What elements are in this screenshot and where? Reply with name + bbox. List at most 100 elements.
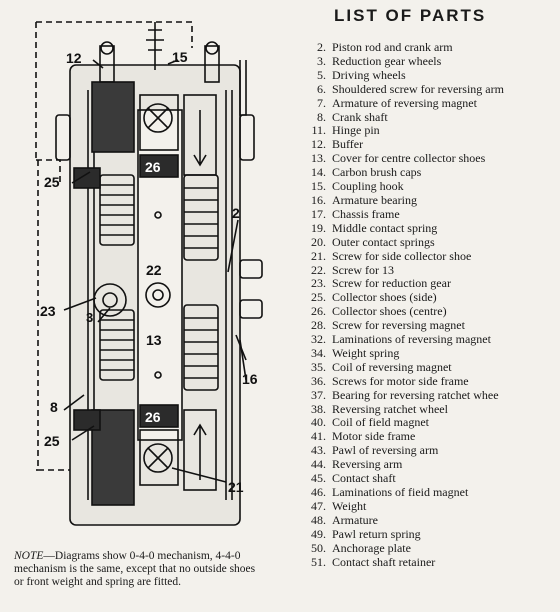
part-item: 50.Anchorage plate bbox=[296, 540, 504, 556]
note: NOTE—Diagrams show 0-4-0 mechanism, 4-4-… bbox=[14, 550, 260, 589]
part-number: 46. bbox=[311, 485, 326, 499]
part-label: Weight spring bbox=[332, 345, 400, 360]
part-number: 11. bbox=[311, 123, 326, 138]
part-item: 6.Shouldered screw for reversing arm bbox=[296, 82, 504, 97]
part-item: 38. Reversing ratchet wheel bbox=[296, 401, 504, 417]
part-number: 20. bbox=[311, 234, 326, 249]
part-label: Collector shoes (side) bbox=[332, 290, 437, 305]
part-label: Reversing ratchet wheel bbox=[332, 401, 448, 416]
part-number: 16. bbox=[311, 192, 326, 207]
part-item: 8. Crank shaft bbox=[296, 109, 504, 125]
callout-26-top: 26 bbox=[145, 159, 161, 175]
part-label: Armature bearing bbox=[332, 192, 417, 207]
part-label: Coil of reversing magnet bbox=[332, 359, 452, 374]
part-number: 32. bbox=[311, 332, 326, 347]
top-left-block bbox=[91, 81, 135, 153]
part-item: 20. Outer contact springs bbox=[296, 234, 504, 250]
part-label: Chassis frame bbox=[332, 206, 400, 221]
part-number: 43. bbox=[311, 443, 326, 458]
part-number: 51. bbox=[311, 554, 326, 569]
part-item: 35.Coil of reversing magnet bbox=[296, 359, 504, 375]
collector-shoe-bottom bbox=[139, 404, 179, 428]
part-number: 25. bbox=[311, 290, 326, 305]
part-item: 32. Laminations of reversing magnet bbox=[296, 332, 504, 347]
part-item: 26.Collector shoes (centre) bbox=[296, 304, 504, 319]
part-item: 5. Driving wheels bbox=[296, 67, 504, 83]
part-label: Crank shaft bbox=[332, 109, 388, 124]
part-label: Motor side frame bbox=[332, 429, 416, 444]
callout-21: 21 bbox=[228, 479, 244, 495]
part-number: 41. bbox=[311, 429, 326, 444]
part-number: 36. bbox=[311, 373, 326, 388]
part-label: Carbon brush caps bbox=[332, 165, 422, 180]
part-label: Buffer bbox=[332, 137, 364, 152]
part-item: 16. Armature bearing bbox=[296, 192, 504, 208]
part-label: Laminations of reversing magnet bbox=[332, 332, 491, 347]
part-item: 34. Weight spring bbox=[296, 345, 504, 361]
part-item: 17.Chassis frame bbox=[296, 206, 504, 222]
part-number: 48. bbox=[311, 512, 326, 527]
part-number: 3. bbox=[317, 53, 326, 68]
part-label: Screw for 13 bbox=[332, 262, 394, 277]
part-item: 44.Reversing arm bbox=[296, 457, 504, 472]
list-title: LIST OF PARTS bbox=[334, 6, 487, 25]
part-label: Outer contact springs bbox=[332, 234, 435, 249]
part-label: Weight bbox=[332, 498, 367, 513]
part-number: 7. bbox=[317, 95, 326, 110]
part-number: 14. bbox=[311, 165, 326, 180]
part-label: Armature bbox=[332, 512, 378, 527]
part-number: 37. bbox=[311, 387, 326, 402]
part-item: 40.Coil of field magnet bbox=[296, 416, 504, 430]
part-item: 46. Laminations of fieid magnet bbox=[296, 485, 504, 500]
part-item: 23.Screw for reduction gear bbox=[296, 277, 504, 291]
part-label: Screw for reversing magnet bbox=[332, 318, 465, 333]
part-label: Middle contact spring bbox=[332, 220, 438, 235]
part-number: 13. bbox=[311, 151, 326, 166]
callout-23: 23 bbox=[40, 303, 56, 319]
part-label: Anchorage plate bbox=[332, 540, 411, 555]
part-label: Screw for side collector shoe bbox=[332, 248, 472, 263]
note-head: NOTE bbox=[14, 550, 44, 562]
part-label: Laminations of fieid magnet bbox=[332, 485, 469, 499]
part-label: Reduction gear wheels bbox=[332, 53, 442, 68]
part-item: 15.Coupling hook bbox=[296, 179, 504, 194]
part-label: Bearing for reversing ratchet whee bbox=[332, 387, 499, 402]
arrow-up-icon bbox=[193, 423, 207, 480]
part-item: 37. Bearing for reversing ratchet whee bbox=[296, 387, 504, 403]
part-item: 3. Reduction gear wheels bbox=[296, 53, 504, 69]
part-label: Screws for motor side frame bbox=[332, 373, 469, 388]
callout-8: 8 bbox=[50, 399, 58, 415]
part-label: Pawl of reversing arm bbox=[332, 443, 439, 458]
part-item: 49. Pawl return spring bbox=[296, 526, 504, 542]
callout-3: 3 bbox=[86, 310, 93, 325]
part-label: Contact shaft bbox=[332, 471, 396, 486]
part-label: Contact shaft retainer bbox=[332, 554, 436, 569]
part-number: 5. bbox=[317, 67, 326, 82]
part-item: 14. Carbon brush caps bbox=[296, 165, 504, 180]
dashed-outline-top bbox=[36, 21, 193, 48]
part-number: 8. bbox=[317, 109, 326, 124]
part-number: 40. bbox=[311, 415, 326, 430]
part-item: 25. Collector shoes (side) bbox=[296, 290, 504, 305]
callout-16: 16 bbox=[242, 371, 258, 387]
arrow-down-icon bbox=[193, 110, 207, 167]
part-number: 38. bbox=[311, 401, 326, 416]
part-label: Collector shoes (centre) bbox=[332, 304, 447, 319]
part-number: 34. bbox=[311, 345, 326, 360]
part-item: 51. Contact shaft retainer bbox=[296, 554, 504, 570]
part-label: Driving wheels bbox=[332, 67, 406, 82]
part-label: Pawl return spring bbox=[332, 526, 421, 541]
callout-26-bottom: 26 bbox=[145, 409, 161, 425]
part-item: 13.Cover for centre collector shoes bbox=[296, 151, 504, 166]
part-number: 28. bbox=[311, 318, 326, 333]
centre-gear bbox=[145, 282, 171, 308]
part-label: Screw for reduction gear bbox=[332, 276, 451, 291]
part-number: 45. bbox=[311, 471, 326, 486]
part-item: 7.Armature of reversing magnet bbox=[296, 95, 504, 111]
part-number: 49. bbox=[311, 526, 326, 541]
callout-25-bottom: 25 bbox=[44, 433, 60, 449]
part-number: 2. bbox=[317, 40, 326, 54]
part-number: 47. bbox=[311, 498, 326, 513]
top-brush-cap bbox=[139, 94, 179, 151]
